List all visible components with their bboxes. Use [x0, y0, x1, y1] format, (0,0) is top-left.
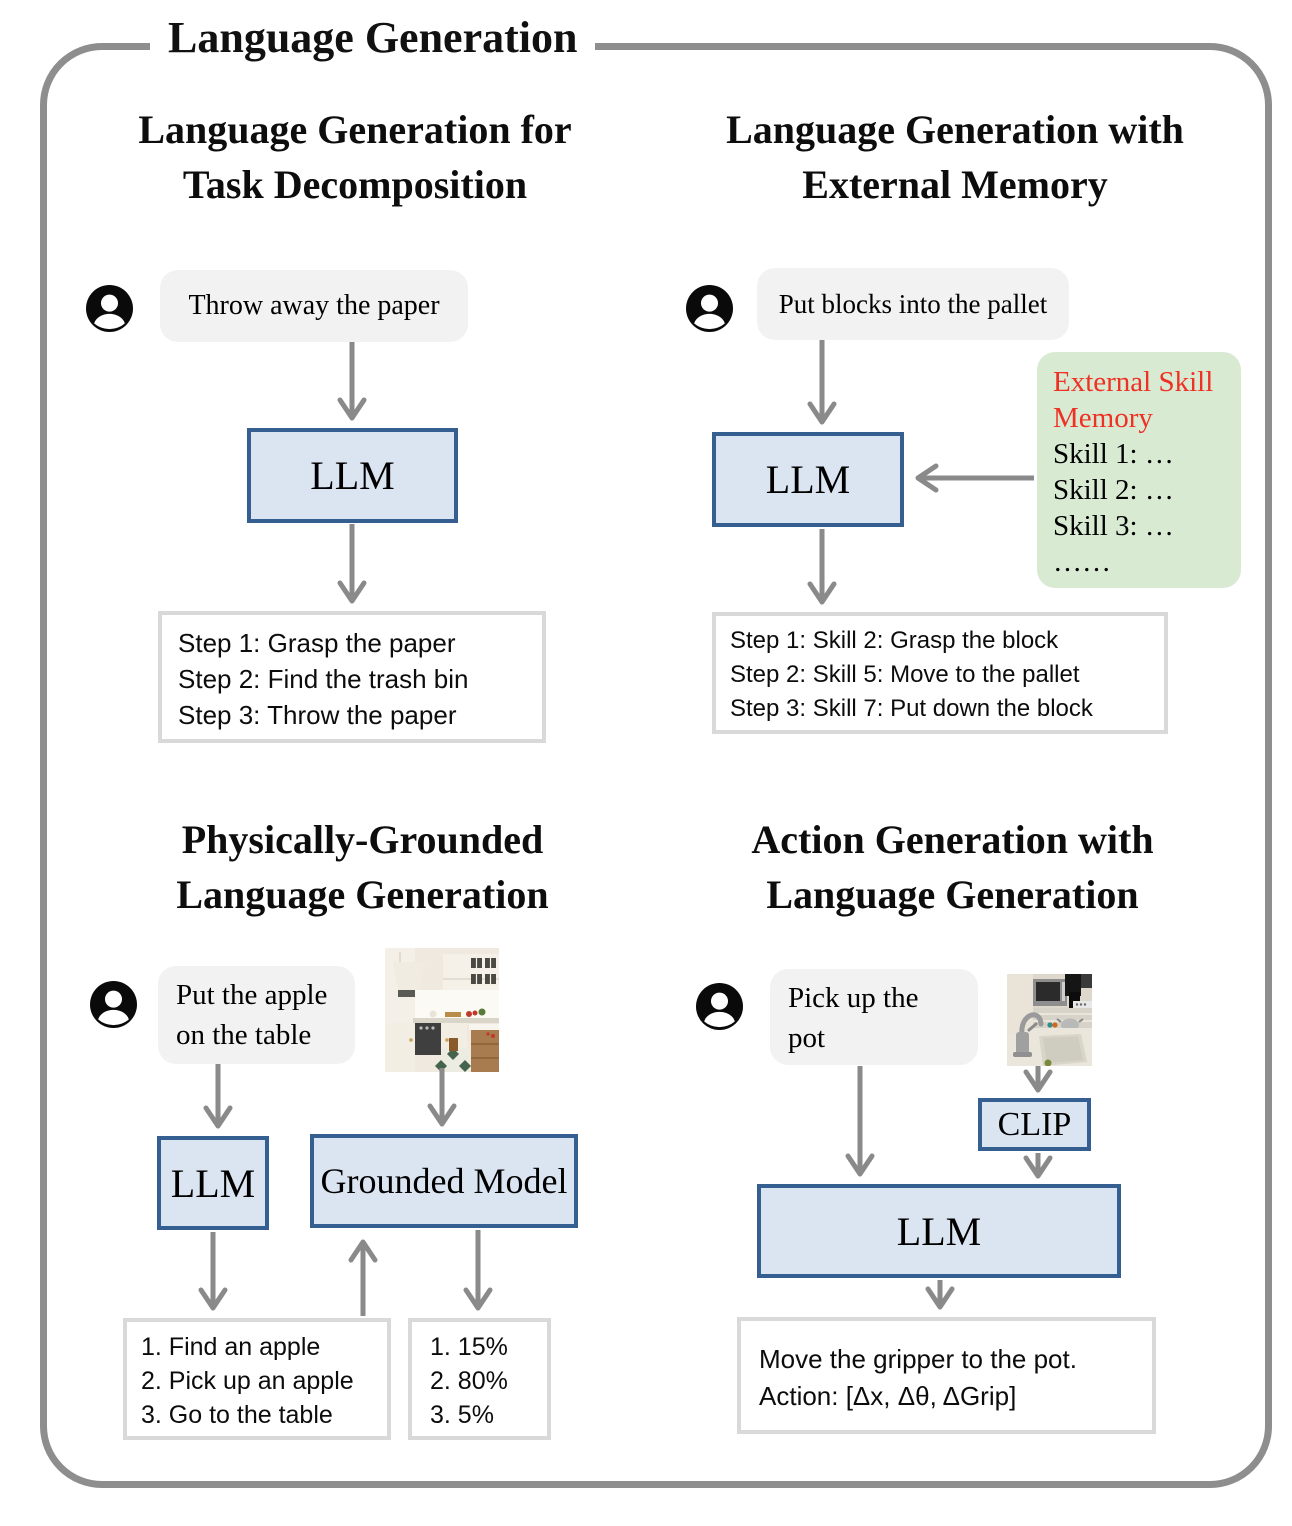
kitchen-scene-photo — [385, 948, 499, 1072]
memory-title: External Skill — [1053, 366, 1214, 398]
external-skill-memory-box: External Skill Memory Skill 1: … Skill 2… — [1037, 352, 1241, 588]
user-avatar-icon — [686, 285, 733, 332]
clip-box: CLIP — [978, 1098, 1091, 1151]
outer-frame — [40, 43, 1272, 1488]
action-line: Action: [Δx, Δθ, ΔGrip] — [759, 1381, 1017, 1411]
user-avatar-icon — [696, 983, 743, 1030]
grounded-model-box: Grounded Model — [310, 1134, 578, 1228]
panel-title-physically-grounded: Physically-Grounded Language Generation — [176, 817, 549, 917]
llm-box: LLM — [247, 428, 458, 523]
score-line: 2. 80% — [430, 1367, 508, 1395]
user-prompt-bubble: Put blocks into the pallet — [757, 268, 1069, 340]
output-steps-box: Step 1: Grasp the paper Step 2: Find the… — [158, 611, 546, 743]
action-output-box: Move the gripper to the pot. Action: [Δx… — [737, 1317, 1156, 1434]
user-avatar-icon — [86, 285, 133, 332]
step-line: Step 2: Skill 5: Move to the pallet — [730, 661, 1080, 688]
step-line: Step 1: Skill 2: Grasp the block — [730, 627, 1059, 654]
memory-item: Skill 1: … — [1053, 438, 1174, 470]
user-prompt-bubble: Throw away the paper — [160, 270, 468, 342]
action-line: Move the gripper to the pot. — [759, 1344, 1077, 1374]
step-line: Step 1: Grasp the paper — [178, 628, 456, 658]
score-line: 1. 15% — [430, 1333, 508, 1361]
step-line: Step 3: Skill 7: Put down the block — [730, 695, 1093, 722]
memory-item: Skill 3: … — [1053, 510, 1174, 542]
user-prompt-bubble: Pick up the pot — [770, 969, 978, 1065]
output-steps-box: Step 1: Skill 2: Grasp the block Step 2:… — [712, 612, 1168, 734]
plan-list-box: 1. Find an apple 2. Pick up an apple 3. … — [123, 1318, 391, 1440]
figure-title: Language Generation — [150, 12, 596, 63]
plan-line: 2. Pick up an apple — [141, 1367, 354, 1395]
memory-item: Skill 2: … — [1053, 474, 1174, 506]
kitchen-sink-with-robot-arm-photo — [1007, 974, 1092, 1066]
panel-title-external-memory: Language Generation with External Memory — [726, 107, 1184, 207]
llm-box: LLM — [157, 1136, 269, 1230]
user-avatar-icon — [90, 981, 137, 1028]
plan-line: 3. Go to the table — [141, 1401, 333, 1429]
plan-line: 1. Find an apple — [141, 1333, 321, 1361]
llm-box: LLM — [712, 432, 904, 527]
memory-item: …… — [1053, 546, 1111, 578]
llm-box: LLM — [757, 1184, 1121, 1278]
step-line: Step 3: Throw the paper — [178, 700, 457, 730]
score-line: 3. 5% — [430, 1401, 494, 1429]
score-list-box: 1. 15% 2. 80% 3. 5% — [408, 1318, 551, 1440]
step-line: Step 2: Find the trash bin — [178, 664, 469, 694]
panel-title-task-decomposition: Language Generation for Task Decompositi… — [138, 107, 572, 207]
user-prompt-bubble: Put the apple on the table — [158, 966, 355, 1064]
memory-title: Memory — [1053, 402, 1153, 434]
panel-title-action-generation: Action Generation with Language Generati… — [751, 817, 1154, 917]
